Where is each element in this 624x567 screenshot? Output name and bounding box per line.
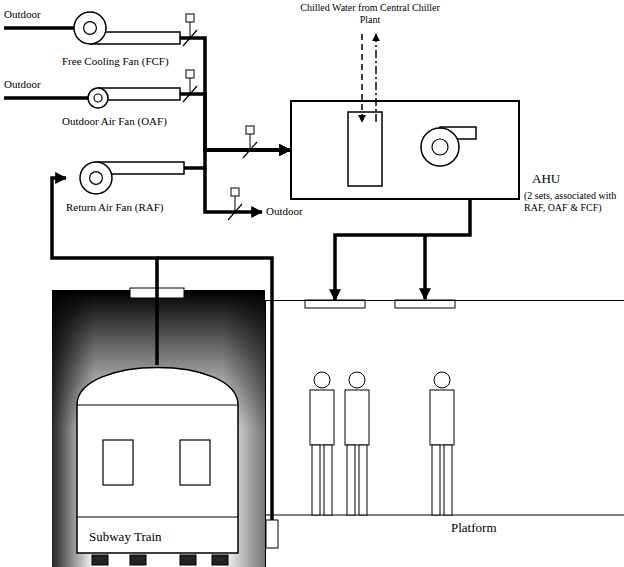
chilled-water-return bbox=[375, 34, 377, 122]
damper-stem bbox=[190, 22, 191, 38]
person-body bbox=[310, 390, 334, 445]
node-text: Outdoor Air Fan (OAF) bbox=[62, 115, 167, 128]
damper bbox=[183, 70, 197, 102]
train-roof-line bbox=[77, 405, 238, 406]
train-window bbox=[103, 440, 133, 485]
outdoor-intake-duct bbox=[4, 26, 78, 30]
damper-stem bbox=[190, 78, 191, 94]
damper-actuator bbox=[231, 188, 239, 196]
supply-grille bbox=[395, 300, 455, 308]
person-body bbox=[430, 390, 454, 445]
fan-impeller bbox=[90, 172, 103, 185]
train-wheel bbox=[180, 555, 196, 565]
person-body bbox=[345, 390, 369, 445]
person-leg bbox=[444, 445, 452, 515]
fan-impeller bbox=[84, 22, 97, 35]
node-text: Free Cooling Fan (FCF) bbox=[62, 55, 169, 68]
damper-actuator bbox=[246, 126, 254, 134]
supply-grille bbox=[305, 300, 365, 308]
cooling-coil bbox=[348, 112, 382, 186]
fan-housing bbox=[80, 162, 112, 194]
person-head bbox=[349, 372, 365, 388]
duct-connector bbox=[180, 38, 290, 150]
person bbox=[310, 372, 334, 515]
node-text: Subway Train bbox=[89, 530, 162, 545]
annotation-label: Chilled Water from Central Chiller Plant bbox=[300, 2, 440, 25]
supply-fan bbox=[421, 128, 459, 166]
damper bbox=[228, 188, 242, 220]
fan-housing bbox=[88, 88, 108, 108]
air-handling-unit: AHU(2 sets, associated with RAF, OAF & F… bbox=[290, 100, 520, 200]
node-text: AHU bbox=[532, 172, 560, 187]
person-leg bbox=[359, 445, 367, 515]
supply-branch-duct bbox=[423, 235, 427, 299]
outdoor-intake-duct bbox=[4, 96, 90, 100]
subway-train: Subway Train bbox=[75, 365, 240, 555]
chilled-water-supply bbox=[361, 34, 363, 122]
annotation-label: Outdoor bbox=[4, 8, 41, 21]
train-window bbox=[180, 440, 210, 485]
person bbox=[345, 372, 369, 515]
duct-connector bbox=[180, 94, 290, 150]
train-wheel bbox=[212, 555, 228, 565]
fan-housing bbox=[74, 12, 106, 44]
person-leg bbox=[324, 445, 332, 515]
damper-actuator bbox=[186, 70, 194, 78]
annotation-label: Outdoor bbox=[4, 78, 41, 91]
node-text: Platform bbox=[451, 521, 497, 536]
node-text: (2 sets, associated with RAF, OAF & FCF) bbox=[524, 190, 620, 213]
node-shape bbox=[292, 102, 522, 202]
damper-actuator bbox=[186, 14, 194, 22]
train-wheel bbox=[130, 555, 146, 565]
fan-outlet bbox=[98, 88, 180, 100]
damper bbox=[243, 126, 257, 158]
node-text: Return Air Fan (RAF) bbox=[66, 201, 163, 214]
train-body bbox=[77, 368, 238, 554]
person-leg bbox=[347, 445, 355, 515]
fan: Outdoor Air Fan (OAF) bbox=[62, 84, 180, 128]
fan: Free Cooling Fan (FCF) bbox=[62, 8, 180, 68]
person-head bbox=[314, 372, 330, 388]
person-leg bbox=[312, 445, 320, 515]
train-wheel bbox=[92, 555, 108, 565]
train-skirt-line bbox=[77, 517, 238, 518]
duct-connector bbox=[335, 200, 470, 300]
fan-impeller bbox=[432, 139, 448, 155]
annotation-label: Outdoor bbox=[266, 205, 303, 218]
exhaust-duct bbox=[205, 168, 262, 212]
person-leg bbox=[432, 445, 440, 515]
damper bbox=[183, 14, 197, 46]
fan-impeller bbox=[94, 94, 102, 102]
node-shape bbox=[75, 365, 240, 555]
person-head bbox=[434, 372, 450, 388]
person bbox=[430, 372, 454, 515]
fan: Return Air Fan (RAF) bbox=[66, 158, 184, 214]
trackway-exhaust-grille bbox=[266, 520, 278, 548]
damper-stem bbox=[250, 134, 251, 150]
duct-connector bbox=[184, 150, 290, 168]
damper-stem bbox=[235, 196, 236, 212]
platform-area: Platform bbox=[265, 300, 624, 567]
